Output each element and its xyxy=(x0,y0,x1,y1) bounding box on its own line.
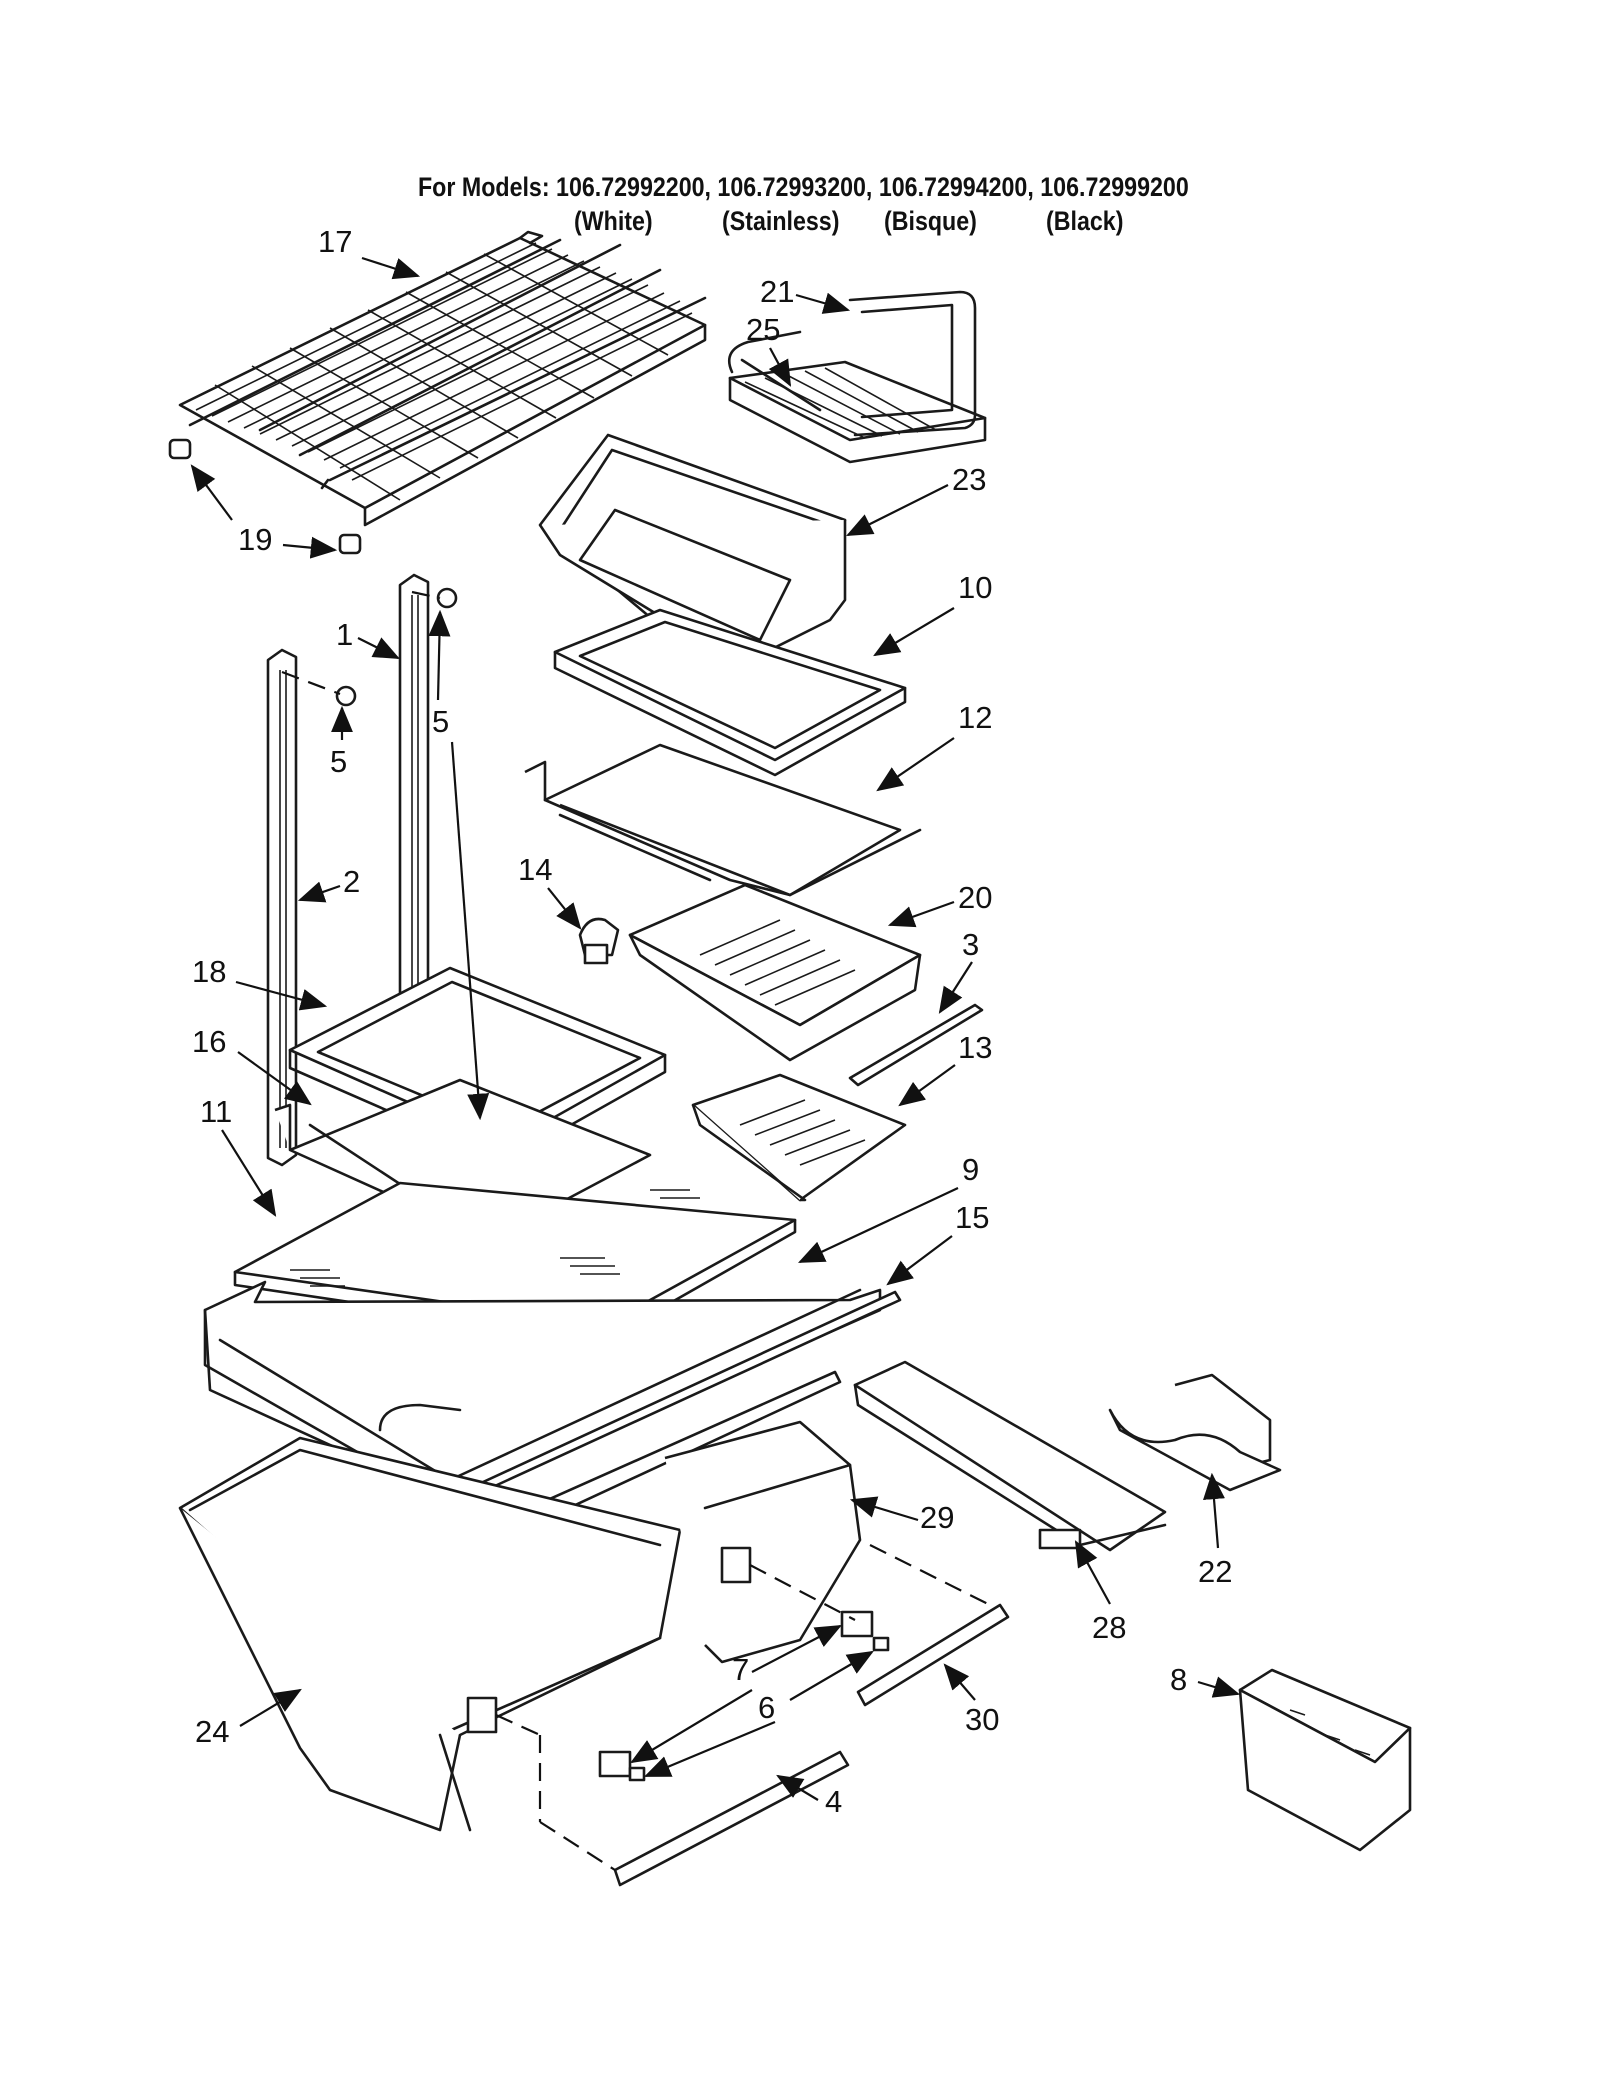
svg-text:23: 23 xyxy=(952,462,986,497)
svg-text:12: 12 xyxy=(958,700,992,735)
callout-15: 15 xyxy=(886,1200,989,1286)
svg-text:18: 18 xyxy=(192,954,226,989)
callout-10: 10 xyxy=(873,570,992,657)
svg-text:7: 7 xyxy=(732,1652,749,1687)
callout-30: 30 xyxy=(943,1663,999,1737)
callout-14: 14 xyxy=(518,852,582,930)
callout-22: 22 xyxy=(1198,1472,1232,1589)
shelf-end-cap-part xyxy=(168,438,362,555)
callout-23: 23 xyxy=(846,462,986,536)
callout-12: 12 xyxy=(876,700,992,792)
callout-19: 19 xyxy=(190,464,338,559)
glass-shelf-lower-part xyxy=(233,1181,797,1342)
trim-strip-part xyxy=(848,1003,984,1087)
models-header: For Models: 106.72992200, 106.72993200, … xyxy=(418,172,1189,202)
callout-18: 18 xyxy=(192,954,328,1011)
model-color-white: (White) xyxy=(574,206,653,236)
callout-8: 8 xyxy=(1170,1662,1241,1698)
callout-29: 29 xyxy=(849,1496,954,1535)
callout-5-left: 5 xyxy=(330,705,353,779)
crisper-drawer-right-part xyxy=(664,1420,862,1664)
callout-3: 3 xyxy=(938,927,979,1014)
svg-text:16: 16 xyxy=(192,1024,226,1059)
crisper-frame-part xyxy=(524,743,922,897)
callout-17: 17 xyxy=(318,224,421,280)
callout-7: 7 xyxy=(630,1624,842,1764)
mounting-bracket-part xyxy=(1108,1373,1282,1492)
wire-shelf-part xyxy=(178,230,707,527)
callout-13: 13 xyxy=(898,1030,992,1107)
svg-text:6: 6 xyxy=(758,1690,775,1725)
svg-text:1: 1 xyxy=(336,617,353,652)
callout-24: 24 xyxy=(195,1688,302,1749)
svg-text:10: 10 xyxy=(958,570,992,605)
svg-text:24: 24 xyxy=(195,1714,229,1749)
callout-28: 28 xyxy=(1074,1540,1126,1645)
callout-21: 21 xyxy=(760,274,851,314)
svg-text:30: 30 xyxy=(965,1702,999,1737)
slide-tray-part xyxy=(691,1073,907,1202)
model-color-black: (Black) xyxy=(1046,206,1124,236)
callout-25: 25 xyxy=(746,312,792,387)
svg-text:29: 29 xyxy=(920,1500,954,1535)
svg-text:4: 4 xyxy=(825,1784,842,1819)
callout-2: 2 xyxy=(297,864,360,903)
svg-text:22: 22 xyxy=(1198,1554,1232,1589)
svg-text:9: 9 xyxy=(962,1152,979,1187)
drawer-slide-rail-part xyxy=(853,1360,1167,1552)
shelf-rail-left-part xyxy=(266,648,298,1167)
svg-text:17: 17 xyxy=(318,224,352,259)
callout-16: 16 xyxy=(192,1024,312,1106)
callout-5-right: 5 xyxy=(428,609,490,1121)
callout-1: 1 xyxy=(336,617,400,659)
callout-4: 4 xyxy=(776,1774,842,1819)
deli-pan-part xyxy=(628,883,922,1062)
svg-text:13: 13 xyxy=(958,1030,992,1065)
model-color-stainless: (Stainless) xyxy=(722,206,840,236)
svg-text:11: 11 xyxy=(200,1094,232,1129)
model-color-bisque: (Bisque) xyxy=(884,206,977,236)
svg-text:5: 5 xyxy=(330,744,347,779)
storage-bin-part xyxy=(538,433,847,682)
wire-basket-part xyxy=(727,290,987,464)
svg-text:14: 14 xyxy=(518,852,552,887)
assembly-guide-lines xyxy=(495,1544,991,1871)
svg-text:19: 19 xyxy=(238,522,272,557)
door-bin-part xyxy=(1238,1668,1412,1852)
svg-text:2: 2 xyxy=(343,864,360,899)
callout-9: 9 xyxy=(798,1152,979,1263)
svg-text:28: 28 xyxy=(1092,1610,1126,1645)
svg-text:3: 3 xyxy=(962,927,979,962)
crisper-cover-shelf-part xyxy=(553,608,907,777)
callout-20: 20 xyxy=(887,880,992,928)
callout-11: 11 xyxy=(200,1094,277,1217)
callout-6: 6 xyxy=(643,1650,874,1778)
svg-text:15: 15 xyxy=(955,1200,989,1235)
clip-part xyxy=(578,917,620,965)
svg-text:20: 20 xyxy=(958,880,992,915)
svg-text:21: 21 xyxy=(760,274,794,309)
svg-text:25: 25 xyxy=(746,312,780,347)
svg-text:5: 5 xyxy=(432,704,449,739)
svg-text:8: 8 xyxy=(1170,1662,1187,1697)
